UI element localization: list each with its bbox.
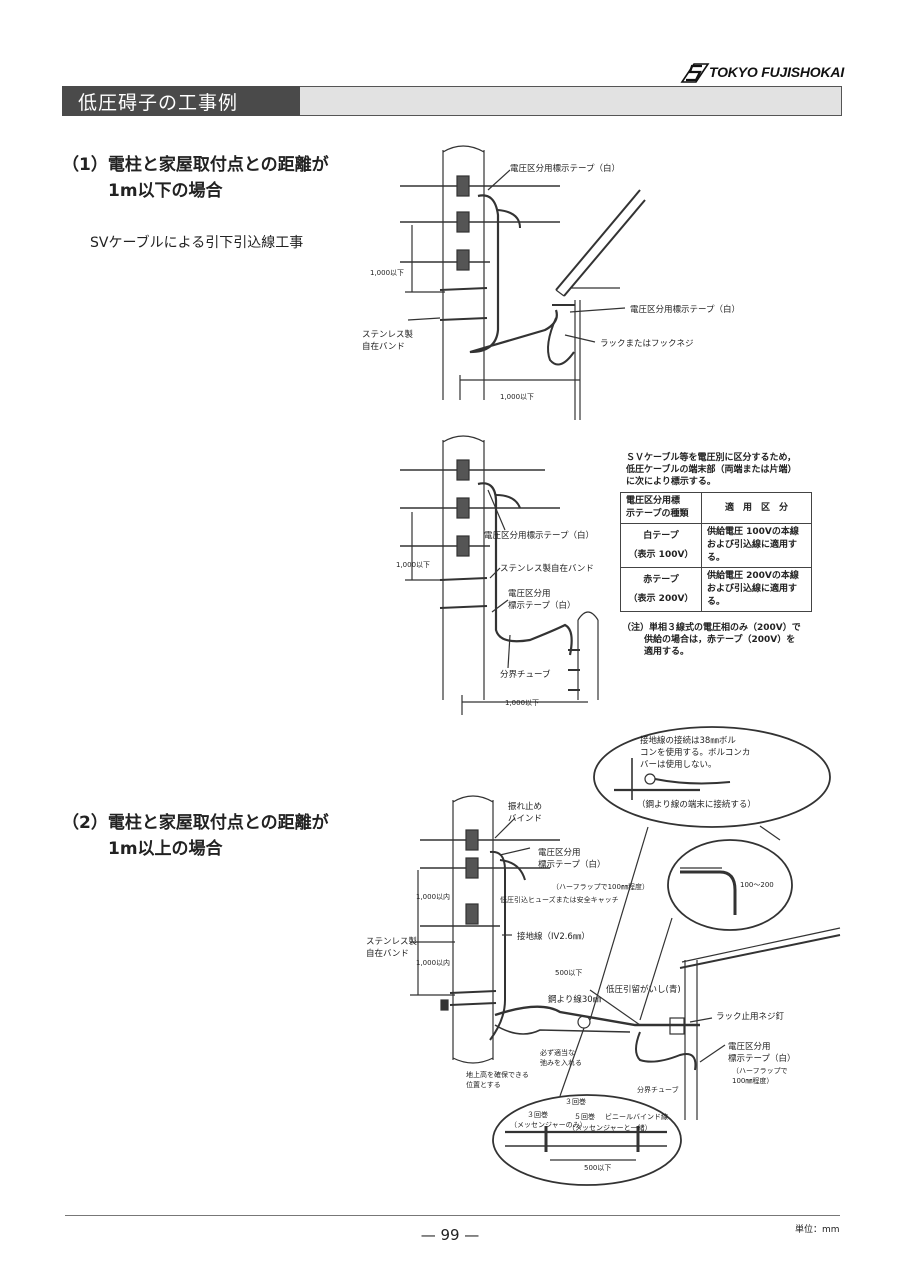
table-cell-use: 供給電圧 100Vの本線 および引込線に適用す る。 xyxy=(701,523,812,568)
table-row: 赤テープ （表示 200V） 供給電圧 200Vの本線 および引込線に適用す る… xyxy=(620,567,812,612)
fig3-half-wrap: （ハーフラップで100㎜程度） xyxy=(552,883,649,891)
fujishokai-logo-icon xyxy=(680,63,710,83)
voltage-footnote-2: 供給の場合は，赤テープ（200V）を xyxy=(644,635,796,645)
fig3-tape-house-2: 標示テープ（白） xyxy=(728,1054,796,1064)
table-cell-use-2: および引込線に適用す xyxy=(707,540,798,550)
fig3-half-wrap2-2: 100㎜程度） xyxy=(732,1077,774,1085)
fig3-anchor: 低圧引留がいし(青) xyxy=(606,985,681,995)
table-cell-tape-name: 赤テープ xyxy=(643,574,679,585)
voltage-note-intro-2: 低圧ケーブルの端末部（両端または片端） xyxy=(626,465,797,475)
fig2-tube-label: 分界チューブ xyxy=(500,670,551,680)
fig2-dist-v-label: 1,000以下 xyxy=(396,561,431,569)
fig3-dim-100-200: 100～200 xyxy=(740,881,774,889)
table-row: 白テープ （表示 100V） 供給電圧 100Vの本線 および引込線に適用す る… xyxy=(620,523,812,568)
fig1-dist-h-label: 1,000以下 xyxy=(500,393,535,401)
table-header-tape-2: 示テープの種類 xyxy=(626,509,689,519)
fig3-messenger: （メッセンジャーのみ） xyxy=(510,1121,587,1129)
voltage-tape-table: 電圧区分用標 示テープの種類 適 用 区 分 白テープ （表示 100V） 供給… xyxy=(620,492,812,612)
fig3-tube: 分界チューブ xyxy=(637,1086,679,1094)
fig3-dist2: 1,000以内 xyxy=(416,959,451,967)
fig3-wrap3b: ３回巻 xyxy=(565,1098,586,1106)
fig1-rack-label: ラックまたはフックネジ xyxy=(600,339,694,349)
fig3-wrap3: ３回巻 xyxy=(527,1111,548,1119)
fig1-tape-top-label: 電圧区分用標示テープ（白） xyxy=(510,164,620,174)
table-cell-tape: 赤テープ （表示 200V） xyxy=(620,567,702,612)
fig3-d500b: 500以下 xyxy=(584,1164,612,1172)
voltage-note-intro-1: ＳＶケーブル等を電圧別に区分するため， xyxy=(626,453,797,463)
voltage-note-footnote: （注）単相３線式の電圧相のみ（200V）で 供給の場合は，赤テープ（200V）を… xyxy=(622,622,801,658)
table-cell-tape: 白テープ （表示 100V） xyxy=(620,523,702,568)
case1-heading-line2: 1m以下の場合 xyxy=(108,181,223,201)
fig3-callout-1: 接地線の接続は38㎜ボル xyxy=(640,736,736,746)
table-cell-tape-name: 白テープ xyxy=(643,530,679,541)
unit-note: 単位：mm xyxy=(795,1225,840,1235)
fig3-steel-wire: 鋼より線30㎜ xyxy=(548,995,602,1005)
table-cell-use-3: る。 xyxy=(707,553,726,563)
fig3-messenger-all: （メッセンジャーと一緒） xyxy=(568,1124,652,1132)
fig3-half-wrap2-1: （ハーフラップで xyxy=(732,1067,788,1075)
fig3-tape-pole-1: 電圧区分用 xyxy=(538,848,581,858)
section-title-box xyxy=(62,86,300,116)
fig1-band-label-2: 自在バンド xyxy=(362,342,405,352)
table-cell-use: 供給電圧 200Vの本線 および引込線に適用す る。 xyxy=(701,567,812,612)
fig3-vinyl: ビニールバインド線 xyxy=(605,1113,668,1121)
table-cell-tape-display: （表示 100V） xyxy=(628,549,694,560)
fig3-bind-label-1: 振れ止め xyxy=(508,802,543,812)
fig2-dist-h-label: 1,000以下 xyxy=(505,699,540,707)
fig3-slack-2: 弛みを入れる xyxy=(540,1059,582,1067)
brand-logo xyxy=(680,60,850,84)
fig3-callout-3: バーは使用しない。 xyxy=(640,760,717,770)
fig3-band-1: ステンレス製 xyxy=(366,937,418,947)
table-header-use: 適 用 区 分 xyxy=(701,492,812,524)
voltage-footnote-1: （注）単相３線式の電圧相のみ（200V）で xyxy=(622,623,801,633)
case2-heading-line1: （2）電柱と家屋取付点との距離が xyxy=(62,813,329,833)
brand-name: TOKYO FUJISHOKAI xyxy=(709,64,845,80)
fig3-tape-house-1: 電圧区分用 xyxy=(728,1042,771,1052)
fig3-band-2: 自在バンド xyxy=(366,949,409,959)
fig3-ground-wire: 接地線（IV2.6㎜） xyxy=(517,932,590,942)
footer-rule xyxy=(65,1215,840,1216)
fig3-tape-pole-2: 標示テープ（白） xyxy=(538,860,606,870)
table-cell-use-3: る。 xyxy=(707,597,726,607)
fig1-tape-house-label: 電圧区分用標示テープ（白） xyxy=(630,305,740,315)
case1-subtitle: SVケーブルによる引下引込線工事 xyxy=(90,235,304,251)
fig2-tape2-label-1: 電圧区分用 xyxy=(508,589,551,599)
table-cell-tape-display: （表示 200V） xyxy=(628,593,694,604)
fig3-bind-label-2: バインド xyxy=(508,814,543,824)
fig2-tape1-label: 電圧区分用標示テープ（白） xyxy=(484,531,594,541)
fig3-slack-1: 必ず適当な xyxy=(540,1049,575,1057)
fig2-tape2-label-2: 標示テープ（白） xyxy=(508,601,576,611)
voltage-note-intro: ＳＶケーブル等を電圧別に区分するため， 低圧ケーブルの端末部（両端または片端） … xyxy=(626,452,796,488)
fig3-fuse-label: 低圧引込ヒューズまたは安全キャッチ xyxy=(500,896,619,904)
fig3-dist1: 1,000以内 xyxy=(416,893,451,901)
fig3-height-1: 地上高を確保できる xyxy=(466,1071,529,1079)
case2-heading-line2: 1m以上の場合 xyxy=(108,839,223,859)
case1-heading-line1: （1）電柱と家屋取付点との距離が xyxy=(62,155,329,175)
fig3-height-2: 位置とする xyxy=(466,1081,501,1089)
table-header-row: 電圧区分用標 示テープの種類 適 用 区 分 xyxy=(620,492,812,524)
table-header-tape-1: 電圧区分用標 xyxy=(626,496,681,506)
table-header-tape: 電圧区分用標 示テープの種類 xyxy=(620,492,702,524)
section-title: 低圧碍子の工事例 xyxy=(78,92,239,114)
table-cell-use-2: および引込線に適用す xyxy=(707,584,798,594)
fig3-d500: 500以下 xyxy=(555,969,583,977)
voltage-footnote-3: 適用する。 xyxy=(644,647,690,657)
voltage-note-intro-3: に次により標示する。 xyxy=(626,477,716,487)
fig1-dist-v-label: 1,000以下 xyxy=(370,269,405,277)
page-number: — 99 — xyxy=(420,1226,480,1244)
table-cell-use-1: 供給電圧 200Vの本線 xyxy=(707,571,799,581)
fig3-callout-sub: （鋼より線の端末に接続する） xyxy=(637,800,756,810)
fig3-callout-2: コンを使用する。ボルコンカ xyxy=(640,748,751,758)
table-cell-use-1: 供給電圧 100Vの本線 xyxy=(707,527,799,537)
fig1-band-label-1: ステンレス製 xyxy=(362,330,414,340)
fig2-band-label: ステンレス製自在バンド xyxy=(500,564,594,574)
fig3-rack-screw: ラック止用ネジ釘 xyxy=(716,1012,785,1022)
fig3-wrap5: ５回巻 xyxy=(574,1113,595,1121)
